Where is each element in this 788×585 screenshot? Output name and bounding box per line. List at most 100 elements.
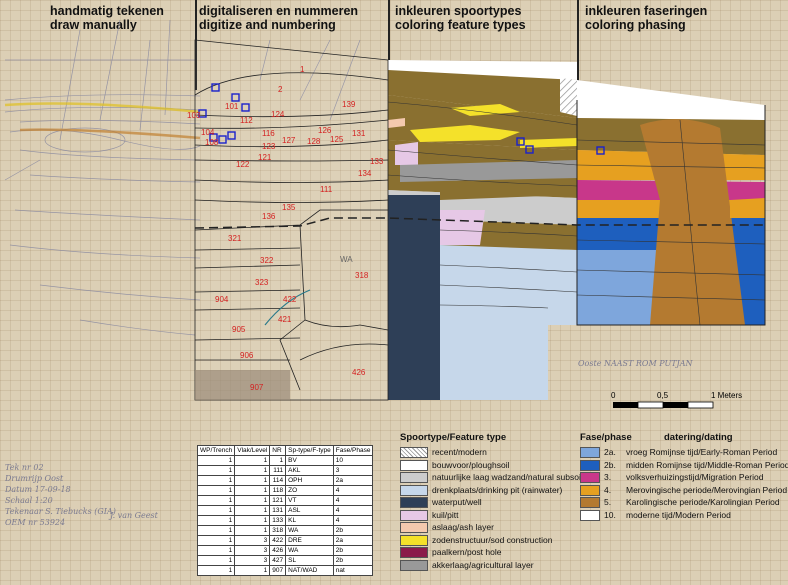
feature-label: 421 (278, 315, 292, 324)
scale-tick-label: 0 (611, 391, 616, 400)
feature-label: 426 (352, 368, 366, 377)
feature-label: 139 (342, 100, 356, 109)
handwritten-initials: J. van Geest (110, 511, 158, 520)
feature-label: 104 (201, 128, 215, 137)
feature-legend-item: akkerlaag/agricultural layer (400, 560, 534, 571)
feature-label: 134 (358, 169, 372, 178)
table-cell: 133 (269, 515, 287, 526)
phase-code: 2b. (604, 459, 616, 470)
scale-bar: 0 0,5 1 Meters (611, 391, 742, 409)
feature-label: 131 (352, 129, 366, 138)
table-cell: 4 (332, 505, 374, 516)
table-cell: 1 (196, 535, 236, 546)
table-cell: 1 (196, 485, 236, 496)
feature-label: 122 (236, 160, 250, 169)
table-cell: 427 (269, 555, 287, 566)
table-cell: 2b (332, 525, 374, 536)
table-cell: 1 (234, 455, 271, 466)
scale-tick-label: 1 Meters (711, 391, 742, 400)
table-cell: 121 (269, 495, 287, 506)
feature-label: 904 (215, 295, 229, 304)
phase-legend-title: Fase/phase (580, 432, 632, 443)
table-cell: 10 (332, 455, 374, 466)
feature-type-section (387, 60, 578, 400)
table-cell: nat (332, 565, 374, 576)
table-cell: 1 (196, 465, 236, 476)
legend-swatch (580, 447, 600, 459)
table-cell: 426 (269, 545, 287, 556)
table-cell: 3 (234, 545, 271, 556)
header-feature-types: inkleuren spoortypes coloring feature ty… (395, 4, 526, 32)
legend-swatch (400, 472, 428, 484)
legend-swatch (400, 459, 428, 471)
feature-label: 128 (307, 137, 321, 146)
feature-label: 125 (330, 135, 344, 144)
legend-label: vroeg Romijnse tijd/Early-Roman Period (626, 447, 778, 457)
section-divider (577, 0, 579, 90)
handwritten-note: Ooste NAAST ROM PUTJAN (578, 359, 693, 368)
table-cell: 1 (196, 475, 236, 486)
header-draw-manually: handmatig tekenen draw manually (50, 4, 164, 32)
legend-swatch (400, 534, 428, 546)
feature-label: 126 (318, 126, 332, 135)
pencil-sketch (4, 19, 361, 336)
phase-code: 5. (604, 497, 612, 507)
legend-label: akkerlaag/agricultural layer (432, 559, 534, 570)
table-cell: ASL (285, 505, 334, 516)
table-header-cell: WP/Trench (196, 445, 236, 456)
phase-legend-item: 10.moderne tijd/Modern Period (580, 510, 731, 521)
table-cell: 111 (269, 465, 287, 476)
legend-label: volksverhuizingstijd/Migration Period (626, 472, 764, 482)
legend-label: kuil/pitt (432, 509, 459, 520)
legend-label: moderne tijd/Modern Period (626, 509, 731, 520)
table-cell: 3 (332, 465, 374, 476)
feature-legend-title: Spoortype/Feature type (400, 432, 507, 443)
legend-label: aslaag/ash layer (432, 522, 494, 532)
sample-markers (198, 83, 605, 155)
legend-label: recent/modern (432, 447, 487, 457)
feature-number-labels: 1 2 101 103 104 108 111 112 116 121 122 … (187, 65, 384, 392)
table-cell: 3 (234, 535, 271, 546)
feature-label: 323 (255, 278, 269, 287)
feature-label: 112 (240, 116, 253, 125)
feature-label: 2 (278, 85, 283, 94)
table-cell: 1 (234, 565, 271, 576)
table-header-cell: Vlak/Level (234, 445, 271, 456)
table-cell: OPH (285, 475, 334, 486)
feature-label: 103 (187, 111, 201, 120)
table-cell: 1 (196, 545, 236, 556)
feature-label: 133 (370, 157, 384, 166)
feature-legend-item: aslaag/ash layer (400, 522, 494, 534)
legend-label: Karolingische periode/Karolingian Period (626, 497, 780, 507)
table-cell: 907 (269, 565, 287, 576)
legend-swatch (580, 509, 600, 521)
table-header-cell: NR (269, 445, 287, 456)
feature-label: 127 (282, 136, 296, 145)
feature-legend-item: natuurlijke laag wadzand/natural subsoil (400, 472, 583, 484)
digitized-section (194, 39, 389, 401)
legend-swatch (400, 497, 428, 509)
table-header-cell: Sp-type/F-type (285, 445, 334, 456)
table-cell: 118 (269, 485, 287, 496)
legend-swatch (400, 509, 428, 521)
table-cell: 1 (234, 525, 271, 536)
phase-code: 2a. (604, 447, 616, 457)
legend-swatch (580, 484, 600, 496)
table-cell: 318 (269, 525, 287, 536)
scale-tick-label: 0,5 (657, 391, 669, 400)
legend-swatch (400, 447, 428, 459)
legend-label: drenkplaats/drinking pit (rainwater) (432, 484, 563, 495)
legend-label: natuurlijke laag wadzand/natural subsoil (432, 472, 583, 482)
section-divider (388, 0, 390, 60)
table-cell: VT (285, 495, 334, 506)
feature-label: 123 (262, 142, 276, 151)
section-divider (195, 0, 197, 90)
